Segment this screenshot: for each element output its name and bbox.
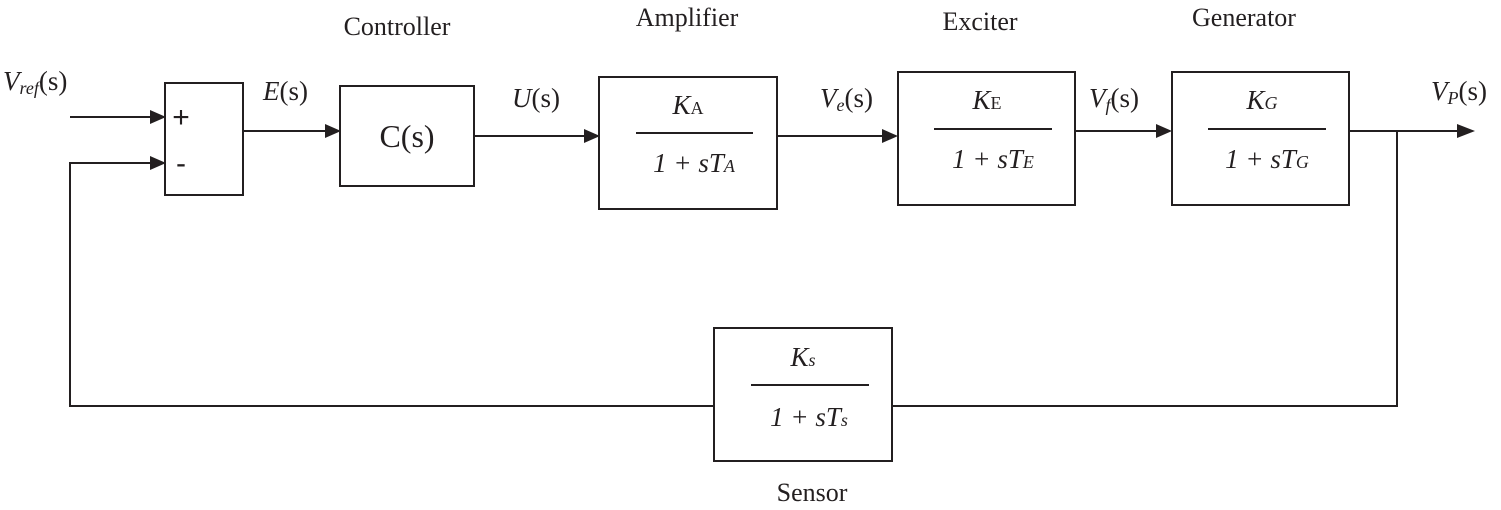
sensor-numerator: Ks xyxy=(789,342,815,372)
sensor-block xyxy=(713,327,893,462)
ve-label: Ve(s) xyxy=(820,83,873,115)
vref-arrowhead xyxy=(150,110,166,124)
control-arrowhead xyxy=(584,129,600,143)
exciter-numerator: KE xyxy=(971,85,1001,115)
ve-arrowhead xyxy=(882,129,898,143)
error-label: E(s) xyxy=(262,76,308,106)
feedback-arrowhead xyxy=(150,156,166,170)
exciter-denominator: 1 + sTE xyxy=(952,144,1034,174)
sensor-title: Sensor xyxy=(777,478,848,507)
summing-minus-sign: - xyxy=(176,147,186,180)
controller-block xyxy=(339,85,475,187)
summing-plus-sign: + xyxy=(172,101,190,134)
generator-denominator: 1 + sTG xyxy=(1225,144,1309,174)
amplifier-numerator: KA xyxy=(671,90,703,120)
generator-title: Generator xyxy=(1192,3,1296,32)
summing-junction xyxy=(164,82,244,196)
feedback-wire-right xyxy=(892,131,1398,407)
generator-numerator: KG xyxy=(1245,85,1277,115)
vref-label: Vref(s) xyxy=(3,66,67,98)
error-arrowhead xyxy=(325,124,341,138)
vp-arrowhead xyxy=(1457,124,1475,138)
generator-block xyxy=(1171,71,1350,206)
amplifier-block xyxy=(598,76,778,210)
feedback-wire-left xyxy=(69,162,714,407)
amplifier-denominator: 1 + sTA xyxy=(653,148,736,178)
control-label: U(s) xyxy=(512,83,560,113)
exciter-title: Exciter xyxy=(942,7,1017,36)
controller-transfer-function: C(s) xyxy=(379,118,434,154)
controller-title: Controller xyxy=(344,12,451,41)
vp-label: VP(s) xyxy=(1431,76,1487,108)
amplifier-title: Amplifier xyxy=(636,3,739,32)
sensor-denominator: 1 + sTs xyxy=(770,402,848,432)
vf-arrowhead xyxy=(1156,124,1172,138)
vf-label: Vf(s) xyxy=(1089,83,1139,115)
exciter-block xyxy=(897,71,1076,206)
